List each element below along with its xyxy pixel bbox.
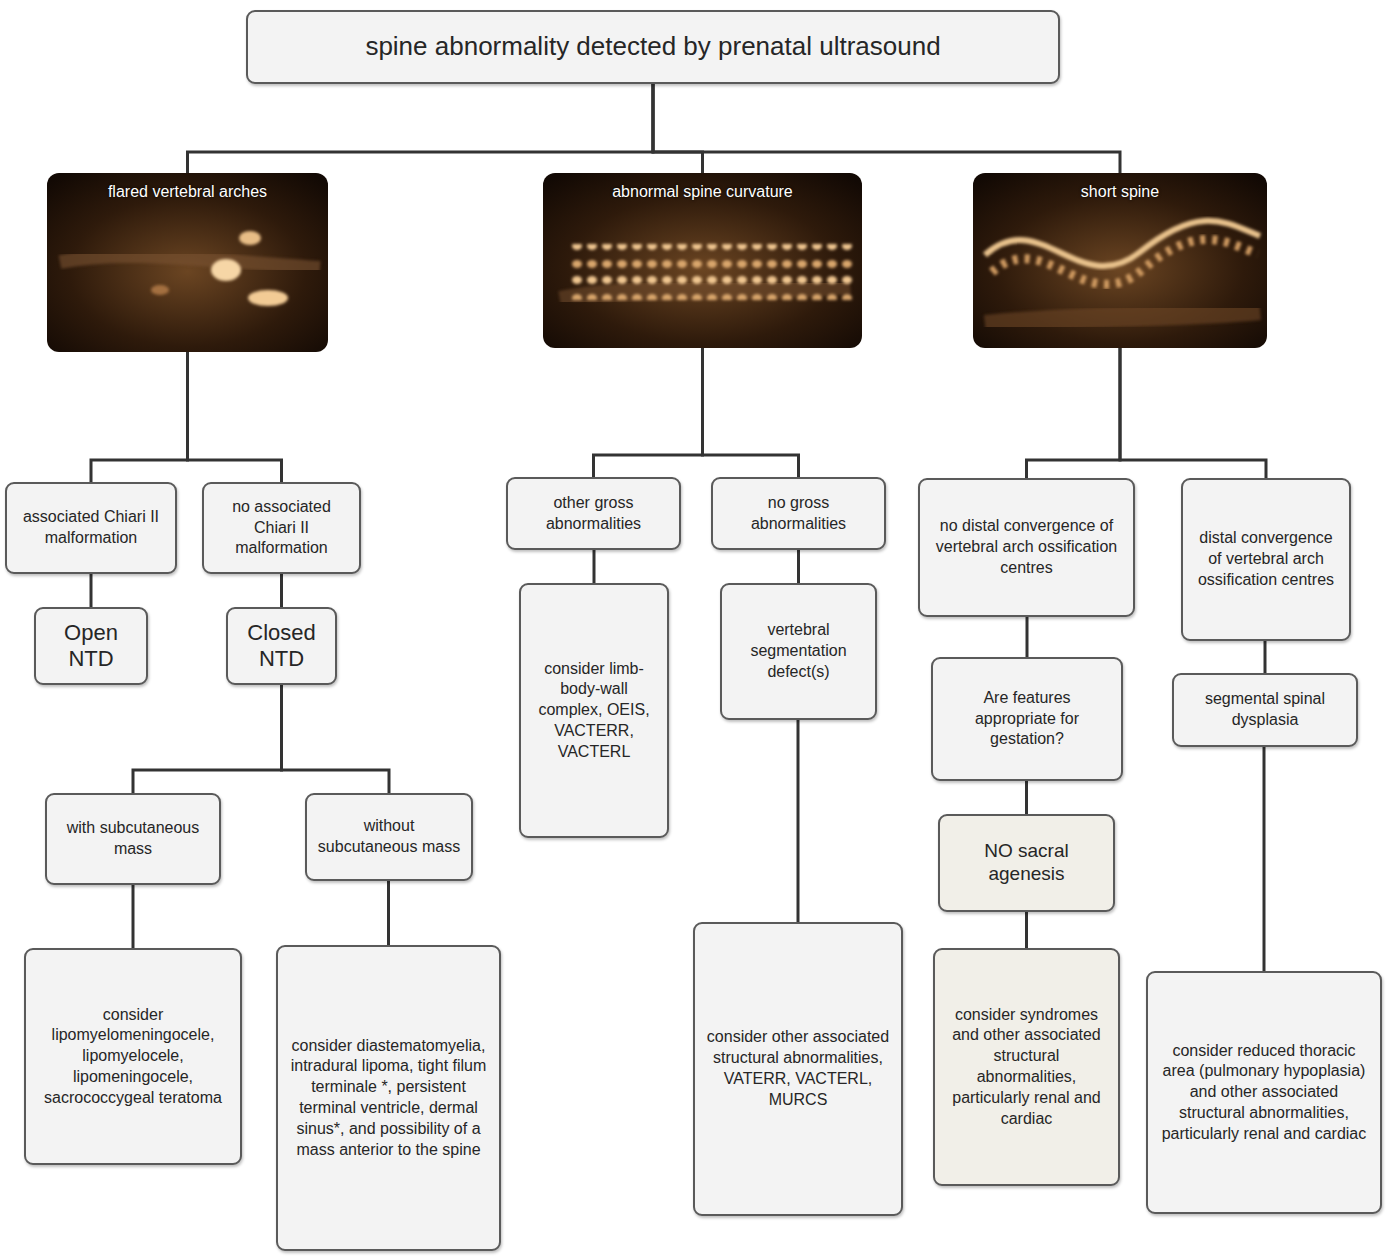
connector <box>593 550 596 583</box>
node-text: no associated Chiari II malformation <box>212 497 351 559</box>
node-text: distal convergence of vertebral arch oss… <box>1191 528 1341 590</box>
node-text: with subcutaneous mass <box>55 818 211 860</box>
flow-box: no associated Chiari II malformation <box>202 482 361 574</box>
connector <box>280 574 283 607</box>
node-text: Open NTD <box>44 620 138 673</box>
connector <box>188 84 654 173</box>
flow-box: consider reduced thoracic area (pulmonar… <box>1146 971 1382 1214</box>
flow-box: Are features appropriate for gestation? <box>931 657 1123 781</box>
node-text: segmental spinal dysplasia <box>1182 689 1348 731</box>
connector <box>653 84 1120 173</box>
flow-box: consider diastematomyelia, intradural li… <box>276 945 501 1251</box>
connector <box>653 84 703 173</box>
flow-box: spine abnormality detected by prenatal u… <box>246 10 1060 84</box>
node-text: no gross abnormalities <box>721 493 876 535</box>
flow-box: NO sacral agenesis <box>938 814 1115 912</box>
connector <box>797 550 800 583</box>
flow-box: consider syndromes and other associated … <box>933 948 1120 1186</box>
node-text: without subcutaneous mass <box>315 816 463 858</box>
node-text: abnormal spine curvature <box>612 182 793 203</box>
connector <box>1025 912 1028 948</box>
node-text: associated Chiari II malformation <box>15 507 167 549</box>
flow-box: distal convergence of vertebral arch oss… <box>1181 478 1351 641</box>
flow-box: without subcutaneous mass <box>305 793 473 881</box>
flow-box: consider other associated structural abn… <box>693 922 903 1216</box>
node-text: NO sacral agenesis <box>948 840 1105 886</box>
connector <box>282 685 390 793</box>
node-text: consider other associated structural abn… <box>703 1027 893 1110</box>
connector <box>1263 747 1266 971</box>
node-text: spine abnormality detected by prenatal u… <box>365 30 940 64</box>
flow-box: no distal convergence of vertebral arch … <box>918 478 1135 617</box>
node-text: consider syndromes and other associated … <box>943 1005 1110 1130</box>
connector <box>1264 641 1267 673</box>
connector <box>132 885 135 948</box>
node-text: consider reduced thoracic area (pulmonar… <box>1156 1041 1372 1145</box>
flow-box: no gross abnormalities <box>711 477 886 550</box>
connector <box>1026 617 1029 657</box>
node-text: consider lipomyelomeningocele, lipomyelo… <box>34 1005 232 1109</box>
flow-box: Open NTD <box>34 607 148 685</box>
ultrasound-short-spine <box>973 173 1267 348</box>
connector <box>188 352 282 482</box>
connector <box>91 352 188 482</box>
image-panel: abnormal spine curvature <box>543 173 862 348</box>
node-text: no distal convergence of vertebral arch … <box>928 516 1125 578</box>
flow-box: with subcutaneous mass <box>45 793 221 885</box>
connector <box>1120 348 1266 478</box>
node-text: short spine <box>1081 182 1159 203</box>
ultrasound-flared-arches <box>47 173 328 352</box>
connector <box>387 881 390 945</box>
node-text: vertebral segmentation defect(s) <box>730 620 867 682</box>
node-text: other gross abnormalities <box>516 493 671 535</box>
node-text: Closed NTD <box>236 620 327 673</box>
image-panel: flared vertebral arches <box>47 173 328 352</box>
image-panel: short spine <box>973 173 1267 348</box>
flow-box: Closed NTD <box>226 607 337 685</box>
node-text: consider diastematomyelia, intradural li… <box>286 1036 491 1161</box>
node-text: Are features appropriate for gestation? <box>941 688 1113 750</box>
flow-box: segmental spinal dysplasia <box>1172 673 1358 747</box>
ultrasound-spine-curvature <box>543 173 862 348</box>
flow-box: vertebral segmentation defect(s) <box>720 583 877 720</box>
connector <box>133 685 282 793</box>
connector <box>1027 348 1121 478</box>
connector <box>90 574 93 607</box>
node-text: consider limb-body-wall complex, OEIS, V… <box>529 659 659 763</box>
flow-box: consider lipomyelomeningocele, lipomyelo… <box>24 948 242 1165</box>
connector <box>703 348 799 477</box>
flow-box: consider limb-body-wall complex, OEIS, V… <box>519 583 669 838</box>
flow-box: associated Chiari II malformation <box>5 482 177 574</box>
connector <box>1025 781 1028 814</box>
connector <box>797 720 800 922</box>
connector <box>594 348 703 477</box>
flow-box: other gross abnormalities <box>506 477 681 550</box>
node-text: flared vertebral arches <box>108 182 267 203</box>
